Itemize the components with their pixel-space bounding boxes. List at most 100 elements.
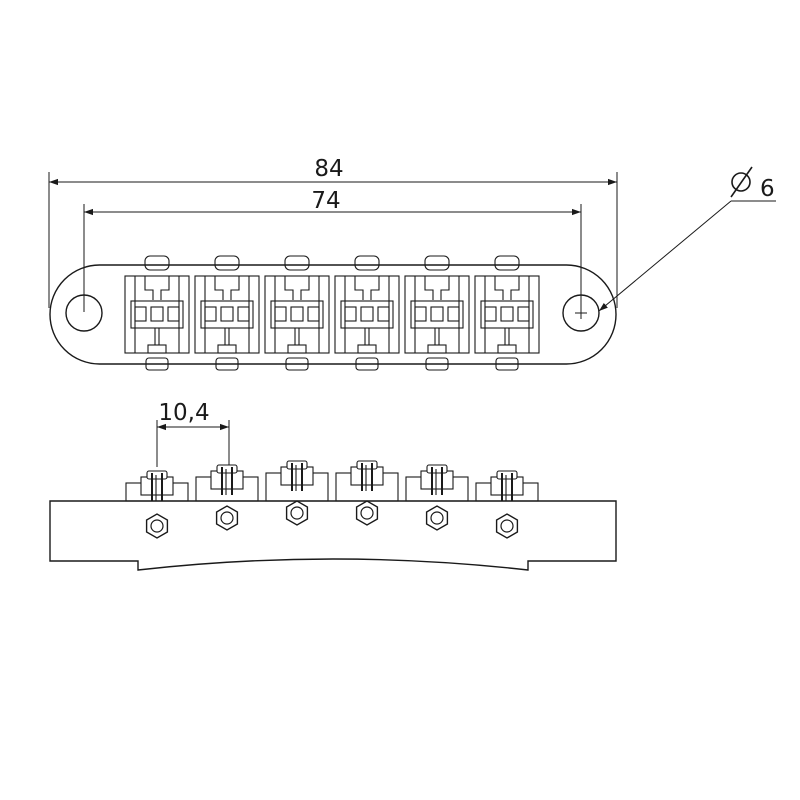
overall-length-dimension: 84 <box>48 156 618 308</box>
side-view <box>49 460 617 571</box>
diameter-symbol-icon <box>730 166 753 198</box>
saddle-screw-base <box>427 344 447 354</box>
saddle-side-6 <box>475 470 539 502</box>
saddle-side-2 <box>195 464 259 502</box>
saddle-slot-middle <box>500 306 514 322</box>
saddle-step-right <box>510 276 520 300</box>
saddle-slot-middle <box>360 306 374 322</box>
saddle-side-crown <box>216 464 238 474</box>
saddle-step-right <box>160 276 170 300</box>
hex-nut-4 <box>355 500 379 526</box>
saddle-slot-middle <box>220 306 234 322</box>
saddle-slot-left <box>344 306 357 322</box>
saddle-side-crown <box>426 464 448 474</box>
saddle-outline <box>404 275 470 354</box>
hex-nut-outline <box>285 500 309 526</box>
saddle-tab-3 <box>284 255 310 271</box>
hex-nut-bore <box>430 511 444 525</box>
saddle-side-3 <box>265 460 329 502</box>
saddle-step-left <box>144 276 154 300</box>
hole-diameter-dimension: 6 <box>598 166 776 312</box>
saddle-outline <box>194 275 260 354</box>
saddle-step-right <box>370 276 380 300</box>
saddle-slot-right <box>517 306 530 322</box>
hole-spacing-dimension: 74 <box>83 188 582 312</box>
hole-diameter-label: 6 <box>760 176 775 202</box>
hex-nut-bore <box>150 519 164 533</box>
saddle-side-5 <box>405 464 469 502</box>
saddles-side-view <box>125 460 539 502</box>
hex-nut-bore <box>290 506 304 520</box>
saddle-slot-left <box>134 306 147 322</box>
saddle-tab-6 <box>494 255 520 271</box>
saddle-side-cap <box>280 466 314 486</box>
saddle-side-cap <box>210 470 244 490</box>
hex-nut-3 <box>285 500 309 526</box>
saddle-top-tabs <box>144 255 520 271</box>
saddle-slot-left <box>414 306 427 322</box>
saddle-top-6 <box>474 275 540 354</box>
saddle-slot-right <box>377 306 390 322</box>
saddle-slot-middle <box>150 306 164 322</box>
mounting-hole-right <box>562 294 600 332</box>
saddle-slot-right <box>237 306 250 322</box>
top-view <box>49 255 617 371</box>
saddle-step-left <box>424 276 434 300</box>
saddles-top-view <box>124 275 540 354</box>
saddle-side-cap <box>350 466 384 486</box>
saddle-side-1 <box>125 470 189 502</box>
saddle-tab-4 <box>354 255 380 271</box>
saddle-top-5 <box>404 275 470 354</box>
saddle-screw-base <box>217 344 237 354</box>
bridge-body-top-view <box>49 264 617 365</box>
hex-nut-1 <box>145 513 169 539</box>
saddle-tab-2 <box>214 255 240 271</box>
saddle-side-cap <box>490 476 524 496</box>
saddle-screw-base <box>147 344 167 354</box>
saddle-roller-housing <box>340 300 394 329</box>
hex-nut-2 <box>215 505 239 531</box>
saddle-step-right <box>230 276 240 300</box>
saddle-roller-housing <box>480 300 534 329</box>
saddle-outline <box>124 275 190 354</box>
saddle-roller-housing <box>200 300 254 329</box>
saddle-slot-left <box>274 306 287 322</box>
saddle-slot-right <box>447 306 460 322</box>
saddle-roller-housing <box>410 300 464 329</box>
saddle-side-cap <box>140 476 174 496</box>
hole-spacing-label: 74 <box>311 188 340 214</box>
hex-nut-outline <box>355 500 379 526</box>
saddle-slot-middle <box>290 306 304 322</box>
saddle-outline <box>474 275 540 354</box>
mounting-hole-left <box>65 294 103 332</box>
saddle-side-cap <box>420 470 454 490</box>
saddle-screw-base <box>357 344 377 354</box>
saddle-step-left <box>494 276 504 300</box>
saddle-step-right <box>440 276 450 300</box>
bridge-body-side-view <box>49 500 617 571</box>
saddle-tab-5 <box>424 255 450 271</box>
saddle-top-3 <box>264 275 330 354</box>
saddle-spacing-dimension: 10,4 <box>156 400 230 467</box>
saddle-slot-left <box>204 306 217 322</box>
hex-nut-bore <box>360 506 374 520</box>
saddle-slot-right <box>307 306 320 322</box>
saddle-side-crown <box>286 460 308 470</box>
saddle-outline <box>264 275 330 354</box>
hex-nut-bore <box>500 519 514 533</box>
saddle-top-4 <box>334 275 400 354</box>
saddle-step-left <box>284 276 294 300</box>
hex-nut-outline <box>145 513 169 539</box>
saddle-side-crown <box>496 470 518 480</box>
saddle-slot-left <box>484 306 497 322</box>
saddle-side-crown <box>146 470 168 480</box>
hex-nut-5 <box>425 505 449 531</box>
hex-nut-outline <box>215 505 239 531</box>
diameter-leader-line <box>598 200 732 312</box>
hex-nut-outline <box>425 505 449 531</box>
hex-nut-bore <box>220 511 234 525</box>
saddle-screw-base <box>287 344 307 354</box>
saddle-tab-1 <box>144 255 170 271</box>
